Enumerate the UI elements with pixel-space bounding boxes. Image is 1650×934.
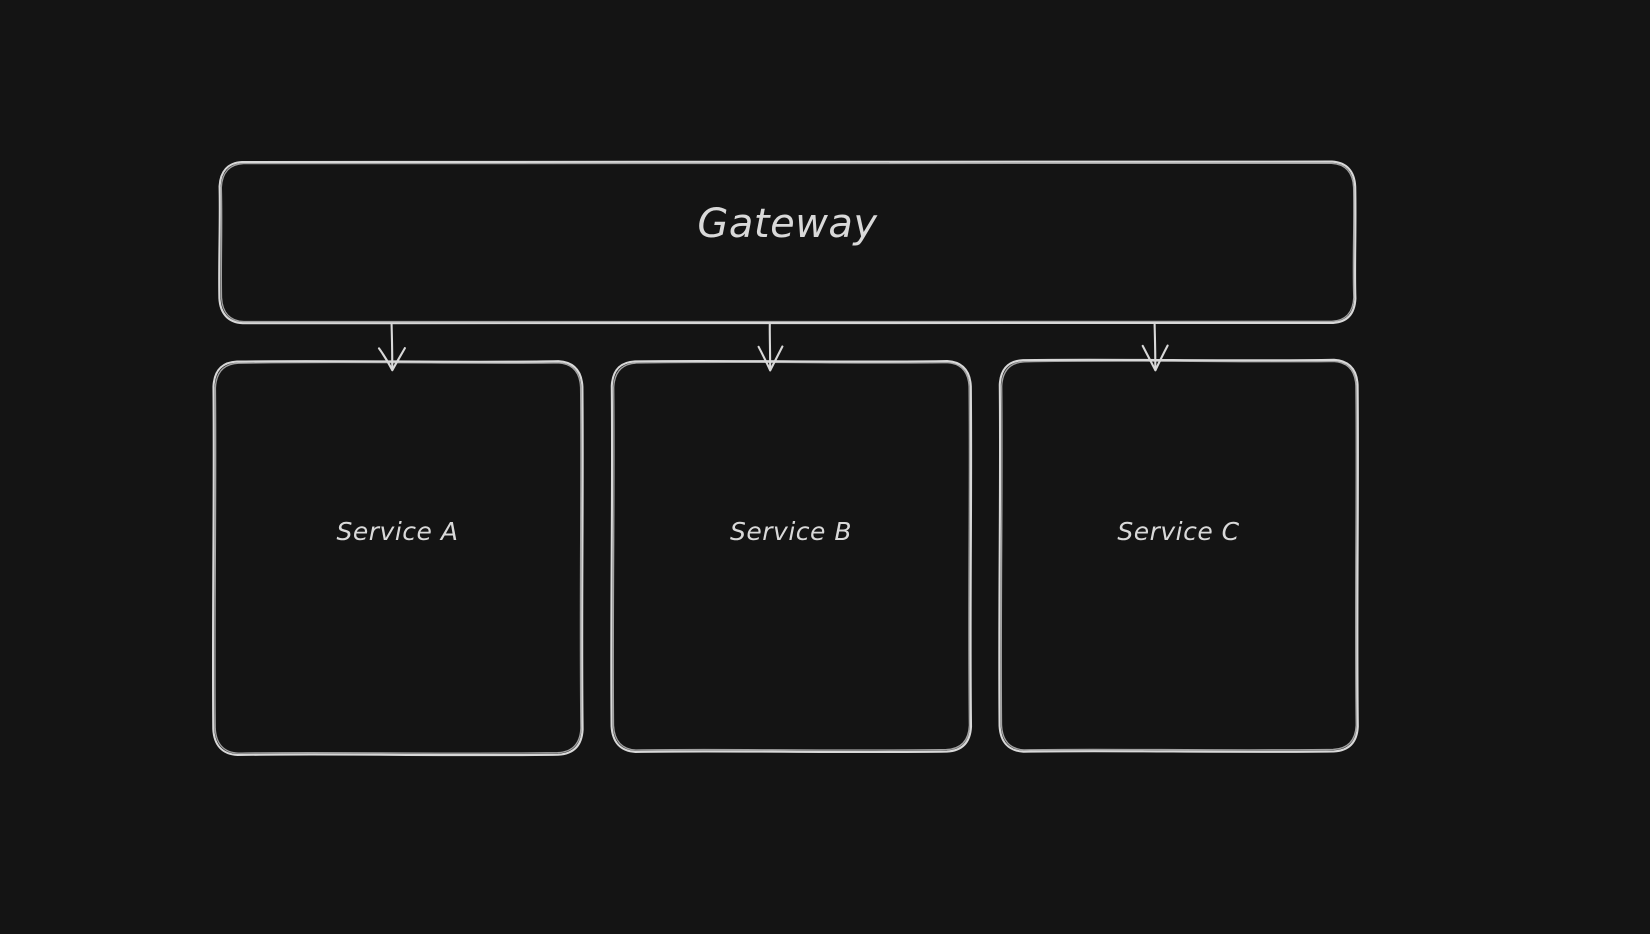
node-gateway-outline[interactable] — [218, 160, 1357, 325]
arrow-head-b — [757, 345, 784, 372]
arrow-shaft-a — [390, 323, 394, 371]
node-label-service-a: Service A — [336, 517, 459, 546]
node-service-b-outline[interactable] — [610, 359, 973, 754]
arrow-shaft-c — [1153, 322, 1157, 371]
node-label-gateway: Gateway — [697, 201, 878, 247]
edge-gateway-to-service-c[interactable] — [1141, 322, 1169, 372]
arrow-head-c — [1141, 344, 1169, 372]
arrow-head-a — [377, 347, 406, 372]
service-b-stroke-pass-2 — [612, 361, 971, 751]
edge-gateway-to-service-b[interactable] — [757, 323, 784, 372]
service-c-stroke-pass-1 — [998, 358, 1359, 753]
service-b-stroke-pass-1 — [610, 359, 973, 754]
node-service-c-outline[interactable] — [998, 358, 1359, 753]
node-label-service-c: Service C — [1117, 517, 1240, 546]
gateway-stroke-pass-2 — [220, 161, 1355, 323]
gateway-stroke-pass-1 — [218, 160, 1357, 325]
service-a-stroke-pass-2 — [214, 361, 582, 754]
edge-gateway-to-service-a[interactable] — [377, 323, 406, 372]
service-c-stroke-pass-2 — [1000, 360, 1357, 751]
service-a-stroke-pass-1 — [211, 360, 584, 757]
node-label-service-b: Service B — [730, 517, 852, 546]
node-service-a-outline[interactable] — [211, 360, 584, 757]
